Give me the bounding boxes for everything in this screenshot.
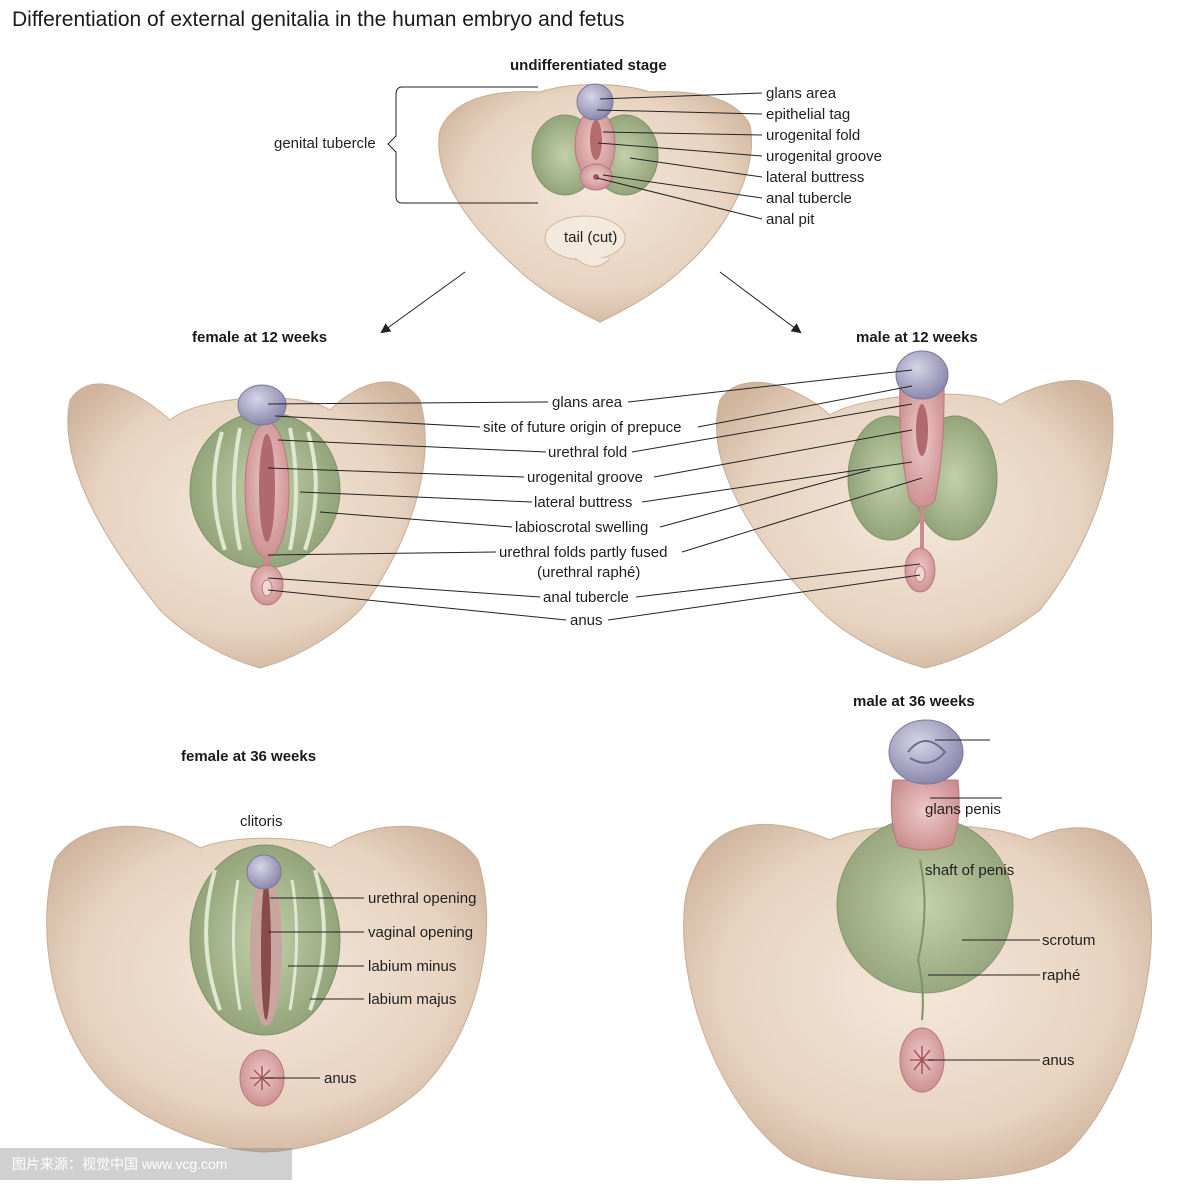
week12-label: anus xyxy=(570,612,603,629)
male-12-figure xyxy=(715,350,1114,669)
heading-undifferentiated: undifferentiated stage xyxy=(510,57,667,74)
undiff-leaders xyxy=(596,92,763,220)
heading-female-12: female at 12 weeks xyxy=(192,329,328,346)
undiff-body xyxy=(438,84,752,323)
male36-label: scrotum xyxy=(1042,932,1096,949)
arrow-to-male xyxy=(719,271,802,334)
female36-clitoris xyxy=(246,854,282,890)
label-clitoris: clitoris xyxy=(240,813,283,830)
label-tail-cut: tail (cut) xyxy=(564,229,618,246)
week12-label: urogenital groove xyxy=(527,469,643,486)
male36-label: anus xyxy=(1042,1052,1075,1069)
label-genital-tubercle: genital tubercle xyxy=(274,135,376,152)
watermark: 图片来源：视觉中国 www.vcg.com xyxy=(0,1148,292,1180)
male36-body xyxy=(683,823,1153,1181)
female36-label: labium majus xyxy=(368,991,457,1008)
week12-label: glans area xyxy=(552,394,623,411)
week12-leaders xyxy=(267,369,923,621)
female12-glans xyxy=(237,384,287,426)
male36-label: shaft of penis xyxy=(925,862,1015,879)
week12-label: urethral folds partly fused xyxy=(499,544,668,561)
male36-glans xyxy=(888,719,964,785)
undiff-label: epithelial tag xyxy=(766,106,851,123)
week12-label: (urethral raphé) xyxy=(537,564,641,581)
female-12-figure xyxy=(67,381,426,669)
undiff-label: urogenital groove xyxy=(766,148,882,165)
week12-label: site of future origin of prepuce xyxy=(483,419,682,436)
undiff-label: anal tubercle xyxy=(766,190,852,207)
heading-male-12: male at 12 weeks xyxy=(856,329,978,346)
female36-label: urethral opening xyxy=(368,890,477,907)
male36-label: glans penis xyxy=(925,801,1001,818)
female36-anus-label: anus xyxy=(324,1070,357,1087)
page-title: Differentiation of external genitalia in… xyxy=(12,8,625,31)
female36-leaders xyxy=(265,897,364,1079)
undiff-label: lateral buttress xyxy=(766,169,865,186)
heading-female-36: female at 36 weeks xyxy=(181,748,317,765)
undifferentiated-figure xyxy=(438,83,752,323)
undiff-label: anal pit xyxy=(766,211,815,228)
week12-label: lateral buttress xyxy=(534,494,633,511)
female36-label: vaginal opening xyxy=(368,924,474,941)
week12-label: labioscrotal swelling xyxy=(515,519,649,536)
arrow-to-female xyxy=(380,271,466,334)
undiff-label: glans area xyxy=(766,85,837,102)
genital-tubercle-bracket xyxy=(387,86,538,204)
male36-leaders xyxy=(928,739,1040,1061)
female36-label: labium minus xyxy=(368,958,457,975)
male-36-figure xyxy=(683,719,1153,1181)
week12-label: anal tubercle xyxy=(543,589,629,606)
female-36-figure xyxy=(46,825,488,1153)
undiff-glans xyxy=(576,83,614,121)
undiff-label: urogenital fold xyxy=(766,127,861,144)
week12-label: urethral fold xyxy=(548,444,628,461)
male36-label: raphé xyxy=(1042,967,1081,984)
male12-glans xyxy=(895,350,949,400)
heading-male-36: male at 36 weeks xyxy=(853,693,975,710)
